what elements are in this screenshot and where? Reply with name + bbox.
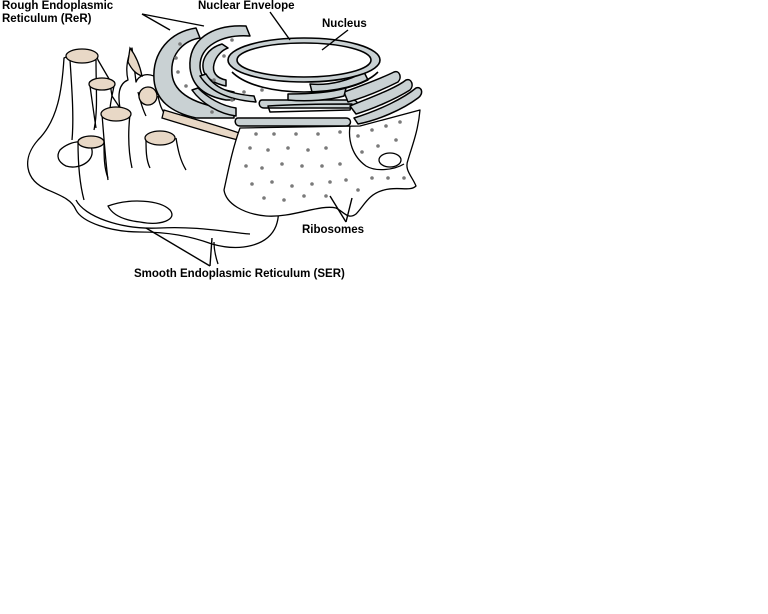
rer-cisterna-outer bbox=[153, 27, 235, 119]
leader-lines bbox=[141, 11, 353, 267]
rer-right-arc bbox=[287, 87, 347, 102]
ribosome-dot bbox=[328, 180, 332, 184]
rer-right-cisterna bbox=[349, 78, 413, 115]
rer-right-cisterna bbox=[343, 70, 401, 103]
ribosome-dot bbox=[178, 42, 182, 46]
ribosome-dot bbox=[386, 176, 390, 180]
nucleus-label: Nucleus bbox=[322, 18, 367, 30]
ribosome-dot bbox=[356, 188, 360, 192]
ser-tube-opening bbox=[65, 48, 99, 64]
ribosome-dot bbox=[266, 148, 270, 152]
ribosome-dot bbox=[344, 178, 348, 182]
rer-label-line2: Reticulum (ReR) bbox=[2, 13, 92, 25]
ribosome-dot bbox=[212, 78, 216, 82]
ribosome-dot bbox=[242, 90, 246, 94]
nuclear-envelope-inner bbox=[236, 42, 372, 78]
ribosome-dot bbox=[300, 164, 304, 168]
ribosome-dot bbox=[230, 98, 234, 102]
ser-tube-stem-4 bbox=[77, 141, 109, 201]
ser-leader-line bbox=[145, 227, 211, 267]
ribosome-dot bbox=[244, 164, 248, 168]
rough-er bbox=[153, 25, 423, 127]
nuclear-envelope-lower-rim bbox=[231, 71, 379, 93]
ribosome-dots bbox=[174, 38, 406, 202]
lower-er-pore bbox=[378, 152, 402, 168]
ser-tube-opening bbox=[88, 77, 116, 91]
ribosome-dot bbox=[370, 128, 374, 132]
ser-tube-opening bbox=[100, 106, 132, 122]
ribosome-dot bbox=[248, 146, 252, 150]
ribosome-dot bbox=[324, 194, 328, 198]
ribosome-dot bbox=[254, 132, 258, 136]
ser-leader-line bbox=[209, 237, 213, 267]
ribosome-dot bbox=[384, 124, 388, 128]
lower-er-sheet-outline bbox=[223, 109, 421, 217]
ribosome-dot bbox=[338, 162, 342, 166]
ribosome-dot bbox=[306, 148, 310, 152]
ribosome-dot bbox=[184, 84, 188, 88]
ribosome-dot bbox=[210, 110, 214, 114]
ribosome-dot bbox=[370, 176, 374, 180]
ribosome-dot bbox=[376, 144, 380, 148]
nucleus-group bbox=[227, 37, 381, 93]
nucleus-leader-line bbox=[321, 29, 349, 51]
ribosome-dot bbox=[320, 164, 324, 168]
nuclear-envelope-label: Nuclear Envelope bbox=[198, 0, 295, 12]
ribosome-dot bbox=[286, 146, 290, 150]
lower-er-sheet bbox=[223, 109, 421, 217]
rer-flat-cisterna bbox=[234, 117, 352, 127]
ribosome-dot bbox=[260, 88, 264, 92]
ser-label: Smooth Endoplasmic Reticulum (SER) bbox=[134, 268, 345, 280]
ribosome-dot bbox=[290, 184, 294, 188]
nuclear-envelope-leader-line bbox=[269, 11, 291, 41]
ribosomes-label: Ribosomes bbox=[302, 224, 364, 236]
ribosome-dot bbox=[316, 132, 320, 136]
ribosome-dot bbox=[260, 166, 264, 170]
ribosome-dot bbox=[356, 134, 360, 138]
ribosome-dot bbox=[230, 38, 234, 42]
ribosome-dot bbox=[222, 54, 226, 58]
ser-tube-opening bbox=[127, 46, 143, 77]
ribosome-dot bbox=[262, 196, 266, 200]
ribosome-dot bbox=[338, 130, 342, 134]
ribosome-dot bbox=[174, 56, 178, 60]
ser-lower-rim bbox=[75, 199, 251, 265]
ribosome-dot bbox=[282, 198, 286, 202]
rer-cisterna-3 bbox=[202, 43, 229, 87]
rer-arc-sheet bbox=[191, 87, 237, 117]
ribosomes-leader-line bbox=[329, 195, 347, 223]
rer-leader-line bbox=[141, 13, 205, 27]
ribosome-dot bbox=[324, 146, 328, 150]
ser-tube-opening bbox=[138, 86, 158, 106]
ribosome-dot bbox=[402, 176, 406, 180]
ribosome-dot bbox=[270, 180, 274, 184]
ribosome-dot bbox=[294, 132, 298, 136]
ser-tube-opening bbox=[144, 130, 176, 146]
ribosome-dot bbox=[280, 162, 284, 166]
rer-arc-sheet bbox=[199, 73, 257, 103]
ser-tube-opening bbox=[77, 135, 105, 149]
rer-label-line1: Rough Endoplasmic bbox=[2, 0, 114, 12]
ribosome-dot bbox=[272, 132, 276, 136]
ribosome-dot bbox=[302, 194, 306, 198]
ribosome-dot bbox=[310, 182, 314, 186]
ribosome-dot bbox=[394, 138, 398, 142]
ribosomes-leader-line bbox=[345, 197, 353, 223]
rer-leader-line bbox=[141, 13, 171, 31]
ribosome-dot bbox=[250, 182, 254, 186]
ser-loop-1 bbox=[107, 200, 173, 224]
ribosome-dot bbox=[176, 70, 180, 74]
ser-tube-openings bbox=[65, 46, 243, 149]
ribosome-dot bbox=[360, 150, 364, 154]
lower-er-fold bbox=[348, 125, 405, 171]
rer-right-cisterna bbox=[353, 86, 423, 125]
ribosome-dot bbox=[398, 120, 402, 124]
